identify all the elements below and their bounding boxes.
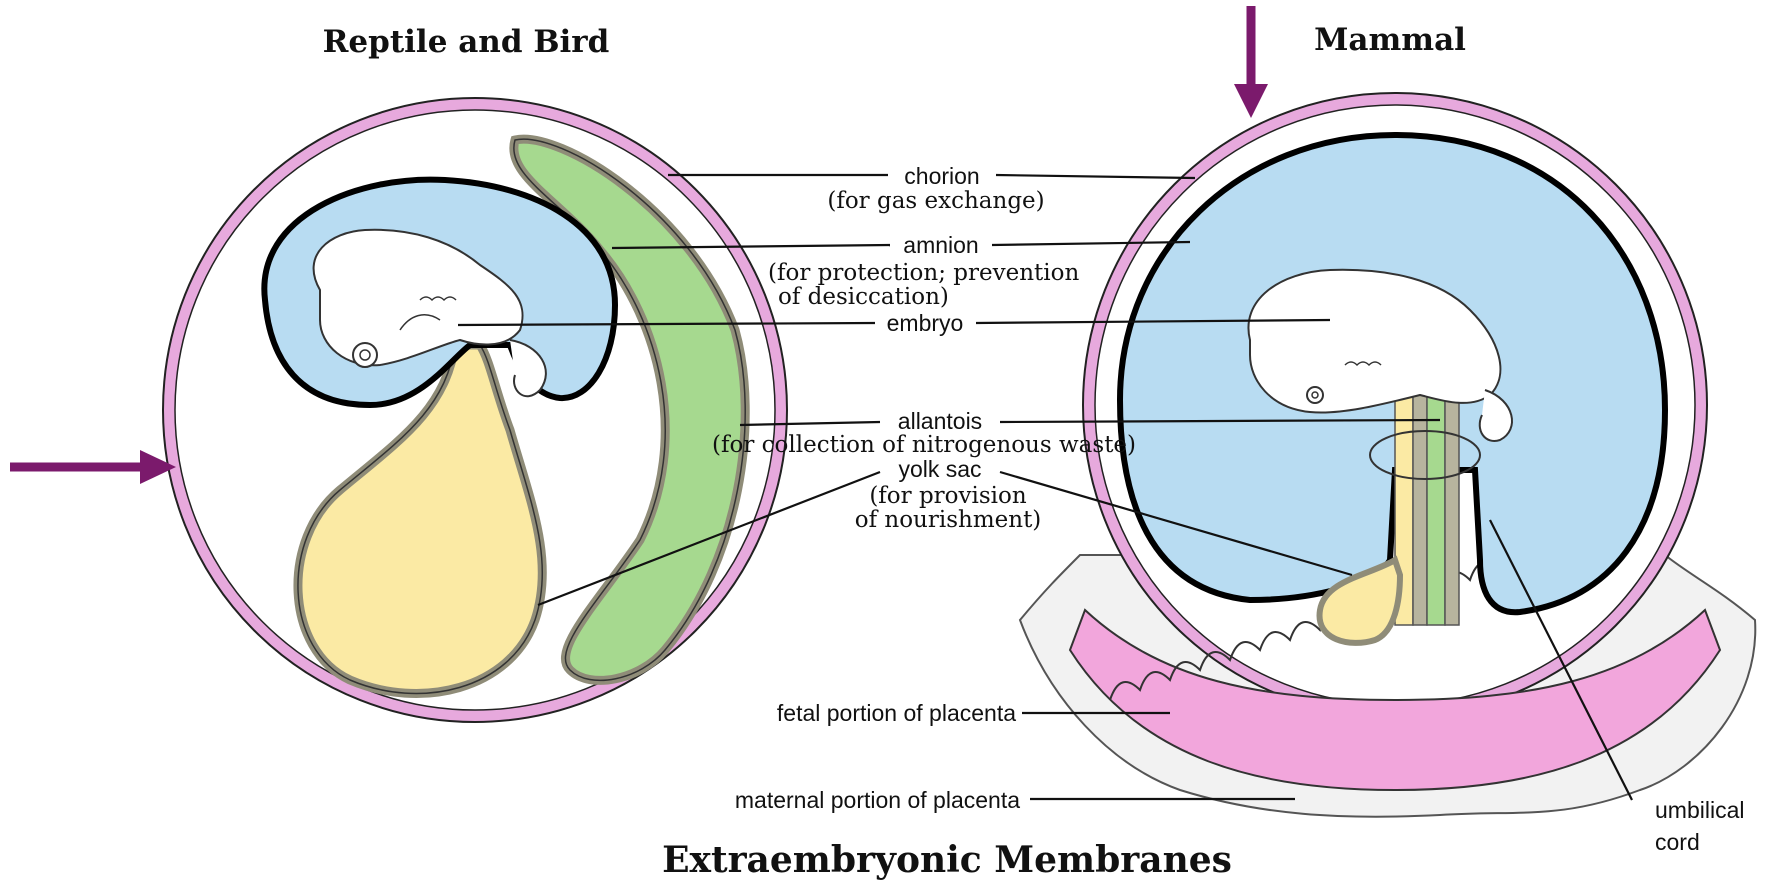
label-amnion-note-1: (for protection; prevention xyxy=(768,260,1079,286)
heading-reptile-bird: Reptile and Bird xyxy=(323,24,610,60)
label-embryo: embryo xyxy=(887,310,964,336)
label-yolk-note-2: of nourishment) xyxy=(855,507,1042,533)
label-maternal-placenta: maternal portion of placenta xyxy=(735,787,1020,813)
label-chorion-note: (for gas exchange) xyxy=(827,188,1044,214)
label-yolk-sac: yolk sac xyxy=(898,456,981,482)
top-arrow xyxy=(1234,6,1268,118)
heading-mammal: Mammal xyxy=(1314,22,1466,58)
label-allantois: allantois xyxy=(898,408,982,434)
label-amnion: amnion xyxy=(903,232,978,258)
reptile-bird-egg xyxy=(163,98,787,722)
label-chorion: chorion xyxy=(904,163,979,189)
label-allantois-note: (for collection of nitrogenous waste) xyxy=(712,432,1136,458)
left-arrow xyxy=(10,450,176,484)
label-fetal-placenta: fetal portion of placenta xyxy=(777,700,1016,726)
label-yolk-note-1: (for provision xyxy=(869,483,1027,509)
label-umbilical-2: cord xyxy=(1655,829,1700,855)
label-umbilical-1: umbilical xyxy=(1655,797,1744,823)
diagram-title: Extraembryonic Membranes xyxy=(662,839,1232,881)
label-amnion-note-2: of desiccation) xyxy=(778,284,949,310)
